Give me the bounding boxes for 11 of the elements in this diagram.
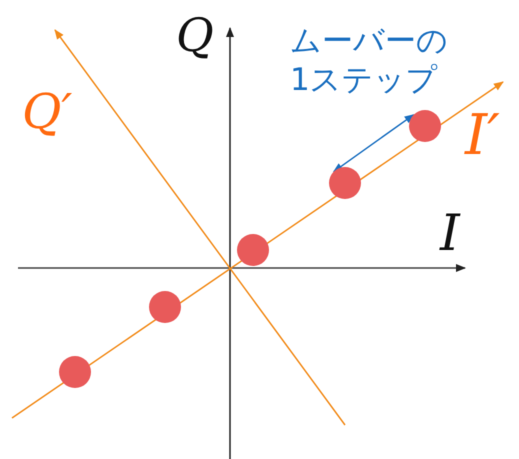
point-dot <box>59 356 91 388</box>
point-dot <box>409 110 441 142</box>
point-dot <box>149 291 181 323</box>
double-arrow <box>332 114 414 172</box>
point-dot <box>237 234 269 266</box>
axis-label: Q′ <box>22 88 72 136</box>
axis-label: I′ <box>465 108 500 164</box>
point-dot <box>329 167 361 199</box>
axis-label: I <box>440 208 460 258</box>
annotation-text: ムーバーの1ステップ <box>290 22 449 100</box>
axis-label: Q <box>176 12 214 58</box>
